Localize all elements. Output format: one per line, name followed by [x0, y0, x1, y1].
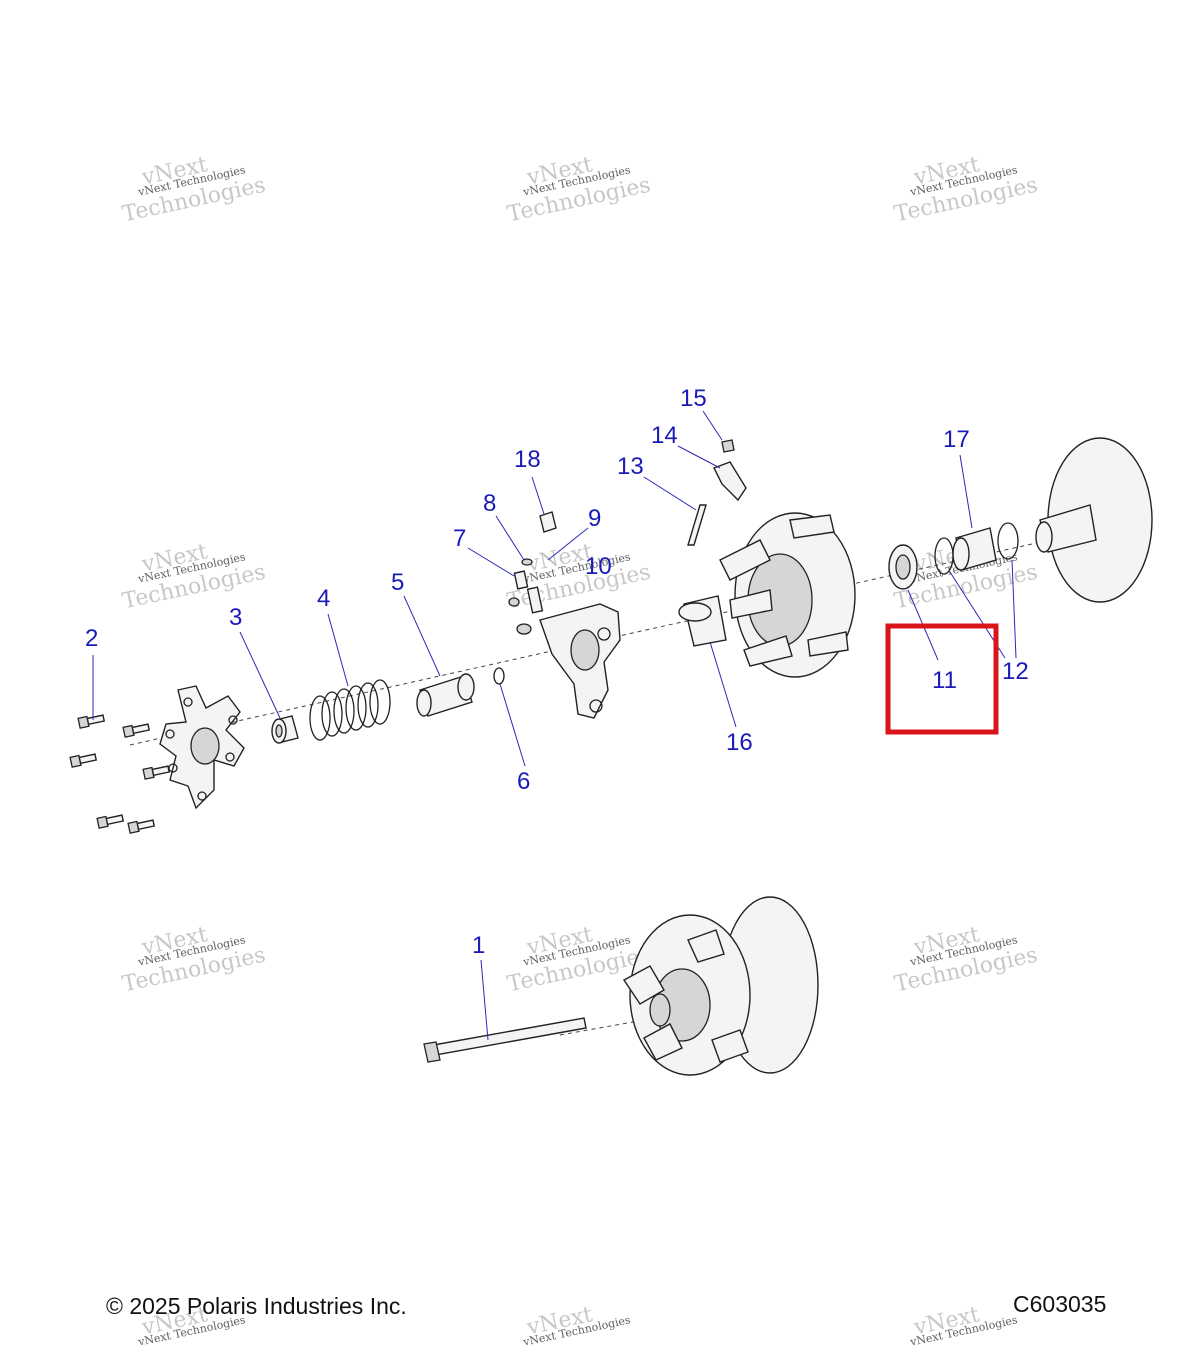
callout-17[interactable]: 17	[943, 426, 970, 453]
callout-3[interactable]: 3	[229, 604, 242, 631]
clip-part-18	[539, 511, 557, 533]
highlight-box-callout-11	[885, 623, 999, 735]
roller-pins-part	[508, 558, 544, 635]
moveable-sheave-part	[719, 512, 856, 678]
bushing-part-16	[678, 595, 727, 647]
watermark-bottom-right: vNext vNext Technologies	[908, 1302, 1019, 1349]
figure-id-text: C603035	[1013, 1291, 1107, 1317]
callout-1[interactable]: 1	[472, 932, 485, 959]
watermark-bottom-center: vNext vNext Technologies	[521, 1302, 632, 1349]
callout-labels: 1 2 3 4 5 6 7 8 9 10 11 12 13 14 15 16 1…	[85, 385, 1029, 959]
callout-16[interactable]: 16	[726, 729, 753, 756]
weight-part-14	[713, 461, 747, 502]
callout-7[interactable]: 7	[453, 525, 466, 552]
callout-4[interactable]: 4	[317, 585, 330, 612]
watermark-top-center: vNext vNext Technologies Technologies	[505, 152, 653, 227]
watermark-top-right: vNext vNext Technologies Technologies	[892, 152, 1040, 227]
nut-part-15	[721, 439, 735, 453]
callout-5[interactable]: 5	[391, 569, 404, 596]
bolts-part	[69, 714, 171, 834]
bushing-part-3	[271, 715, 299, 744]
assembled-clutch-part	[622, 896, 819, 1076]
callout-18[interactable]: 18	[514, 446, 541, 473]
watermark-low-left: vNext vNext Technologies Technologies	[120, 922, 268, 997]
callout-9[interactable]: 9	[588, 505, 601, 532]
pin-part-13	[687, 504, 707, 546]
callout-10[interactable]: 10	[585, 553, 612, 580]
o-ring-part-6	[493, 667, 505, 685]
callout-6[interactable]: 6	[517, 768, 530, 795]
roller-spider-part	[539, 603, 621, 719]
watermark-layer: vNext vNext Technologies Technologies vN…	[120, 152, 1040, 1349]
cover-spider-part	[159, 685, 245, 810]
sleeve-part-5	[416, 673, 475, 717]
watermark-mid-left: vNext vNext Technologies Technologies	[120, 539, 268, 614]
callout-12[interactable]: 12	[1002, 658, 1029, 685]
watermark-top-left: vNext vNext Technologies Technologies	[120, 152, 268, 227]
bearing-part-11	[888, 544, 918, 590]
callout-13[interactable]: 13	[617, 453, 644, 480]
callout-8[interactable]: 8	[483, 490, 496, 517]
callout-15[interactable]: 15	[680, 385, 707, 412]
bushing-part-17	[952, 527, 997, 571]
shaft-bolt-part-1	[423, 1017, 587, 1063]
copyright-text: © 2025 Polaris Industries Inc.	[106, 1293, 407, 1319]
callout-2[interactable]: 2	[85, 625, 98, 652]
callout-14[interactable]: 14	[651, 422, 678, 449]
watermark-low-right: vNext vNext Technologies Technologies	[892, 922, 1040, 997]
fixed-sheave-part	[1035, 437, 1153, 603]
spring-part-4	[309, 679, 391, 741]
callout-11[interactable]: 11	[932, 667, 957, 694]
